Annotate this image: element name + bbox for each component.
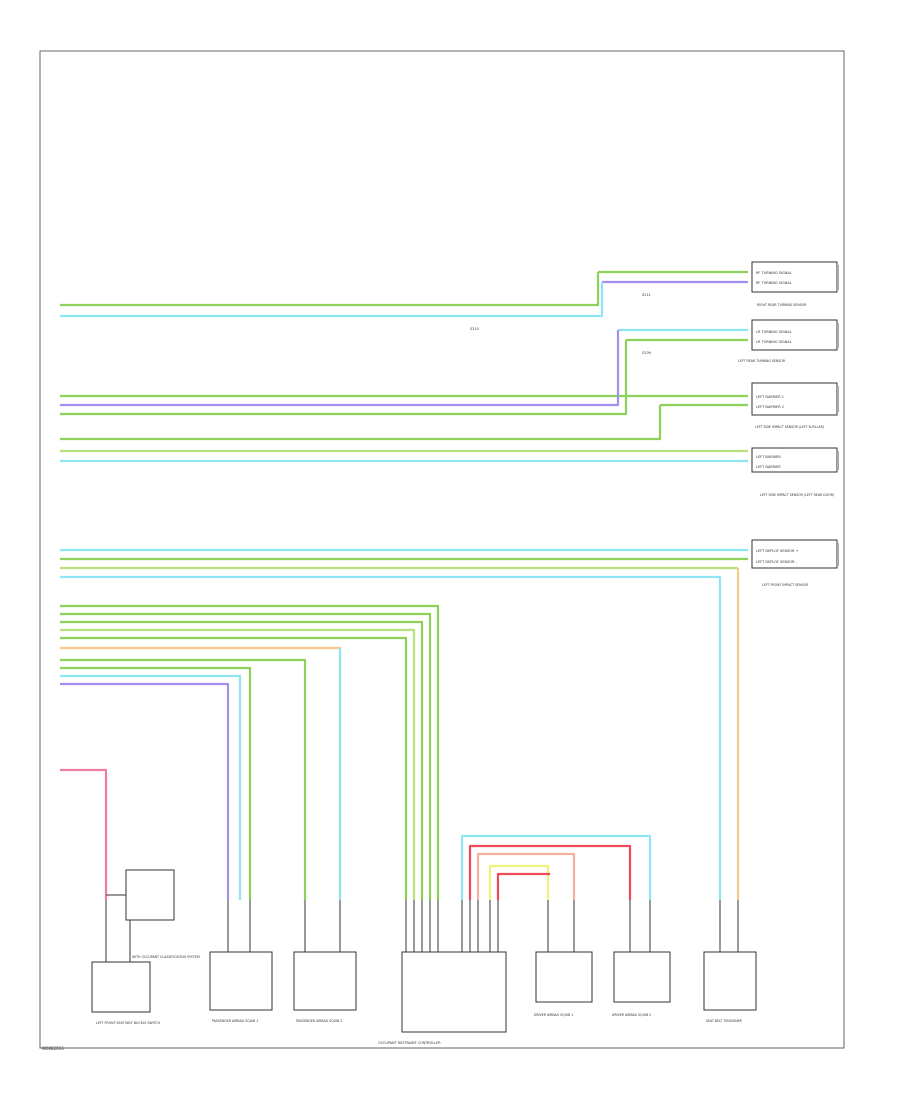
component-caption: RIGHT REAR TURNING SENSOR xyxy=(757,303,807,307)
component-caption: DRIVER AIRBAG SQUIB 2 xyxy=(612,1013,651,1017)
component-line: RF TURNING SIGNAL xyxy=(756,281,792,285)
seat-belt-tensioner-box: SEAT BELT TENSIONER xyxy=(703,900,757,1023)
splice-label: S209 xyxy=(642,351,651,355)
side-note: WITH OCCUPANT CLASSIFICATION SYSTEM xyxy=(132,955,200,959)
component-line: LEFT BARRIER 1 xyxy=(756,395,784,399)
component-caption: OCCUPANT RESTRAINT CONTROLLER xyxy=(378,1041,441,1045)
component-caption: SEAT BELT TENSIONER xyxy=(706,1019,743,1023)
footer-code: W0082016 xyxy=(42,1046,64,1051)
left-side-impact-sensor-2-box: LEFT BARRIER LEFT BARRIER LEFT SIDE IMPA… xyxy=(751,447,839,497)
component-caption: PASSENGER AIRBAG SQUIB 1 xyxy=(212,1019,258,1023)
wire-group-middle xyxy=(60,548,748,900)
component-caption: LEFT SIDE IMPACT SENSOR (LEFT REAR DOOR) xyxy=(760,493,834,497)
component-line: LEFT BARRIER xyxy=(756,465,781,469)
splice-label: S210 xyxy=(470,327,479,331)
component-line: LEFT DEPLOY SENSOR + xyxy=(756,549,799,553)
left-front-seat-belt-box: LEFT FRONT SEAT BELT BUCKLE SWITCH xyxy=(91,869,175,1025)
right-rear-sensor-box: RF TURNING SIGNAL RF TURNING SIGNAL RIGH… xyxy=(751,261,839,307)
component-caption: DRIVER AIRBAG SQUIB 1 xyxy=(534,1013,573,1017)
left-rear-sensor-box: LR TURNING SIGNAL LR TURNING SIGNAL LEFT… xyxy=(738,319,839,363)
component-caption: LEFT FRONT SEAT BELT BUCKLE SWITCH xyxy=(96,1021,161,1025)
component-caption: LEFT SIDE IMPACT SENSOR (LEFT B-PILLAR) xyxy=(755,425,824,429)
wire-group-orc xyxy=(460,834,652,900)
occupant-restraint-module-box: OCCUPANT RESTRAINT CONTROLLER xyxy=(378,900,507,1045)
component-caption: LEFT FRONT IMPACT SENSOR xyxy=(762,583,809,587)
component-line: LR TURNING SIGNAL xyxy=(756,330,792,334)
passenger-airbag-2-box: PASSENGER AIRBAG SQUIB 2 xyxy=(293,900,357,1023)
component-line: LEFT BARRIER 2 xyxy=(756,405,784,409)
driver-airbag-1-box: DRIVER AIRBAG SQUIB 1 xyxy=(534,900,593,1017)
splice-label: S211 xyxy=(642,293,651,297)
component-line: LEFT BARRIER xyxy=(756,455,781,459)
component-line: RF TURNING SIGNAL xyxy=(756,271,792,275)
diagram-frame xyxy=(39,50,845,1049)
component-caption: LEFT REAR TURNING SENSOR xyxy=(738,359,786,363)
wire-group-top xyxy=(60,270,748,463)
component-line: LEFT DEPLOY SENSOR - xyxy=(756,560,798,564)
passenger-airbag-1-box: PASSENGER AIRBAG SQUIB 1 xyxy=(209,900,273,1023)
driver-airbag-2-box: DRIVER AIRBAG SQUIB 2 xyxy=(612,900,671,1017)
component-caption: PASSENGER AIRBAG SQUIB 2 xyxy=(296,1019,342,1023)
left-side-impact-sensor-box: LEFT BARRIER 1 LEFT BARRIER 2 LEFT SIDE … xyxy=(751,382,839,429)
left-front-impact-sensor-box: LEFT DEPLOY SENSOR + LEFT DEPLOY SENSOR … xyxy=(751,539,839,587)
wire-group-bundle xyxy=(60,604,440,900)
component-line: LR TURNING SIGNAL xyxy=(756,340,792,344)
